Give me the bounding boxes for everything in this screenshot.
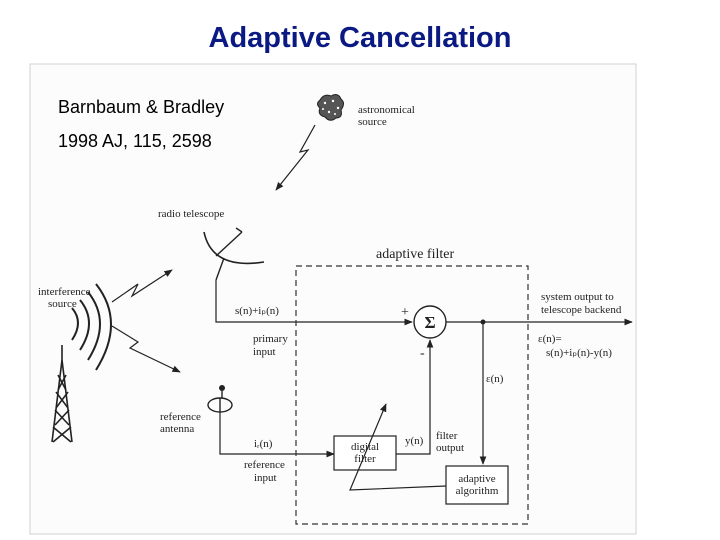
slide-title: Adaptive Cancellation: [208, 22, 512, 54]
error-expression-label: s(n)+iₚ(n)-y(n): [546, 347, 612, 359]
primary-signal-label: s(n)+iₚ(n): [235, 305, 279, 317]
error-signal-label: ε(n): [486, 373, 504, 385]
radio-telescope-icon: [203, 227, 265, 281]
interference-to-telescope-arrow: [111, 269, 173, 303]
citation-authors: Barnbaum & Bradley: [58, 97, 225, 117]
adaptive-filter-label: adaptive filter: [376, 247, 454, 262]
error-equation-label: ε(n)=: [538, 333, 562, 345]
astronomical-source-icon: [317, 94, 344, 121]
citation: Barnbaum & Bradley 1998 AJ, 115, 2598: [58, 90, 224, 158]
primary-input-line: [215, 280, 413, 326]
filter-output-signal-label: y(n): [405, 435, 424, 447]
adaptive-algorithm-box: [445, 465, 509, 505]
transmitter-tower-icon: [51, 345, 73, 443]
minus-sign: -: [420, 346, 425, 361]
plus-sign: +: [401, 305, 409, 320]
sigma-symbol: Σ: [424, 313, 435, 332]
interference-to-reference-arrow: [111, 325, 181, 373]
citation-reference: 1998 AJ, 115, 2598: [58, 131, 212, 151]
astro-signal-arrow: [275, 124, 316, 191]
adaptive-filter-box: [295, 265, 529, 525]
reference-signal-label: iᵣ(n): [254, 438, 273, 450]
interference-waves-icon: [71, 283, 112, 371]
filter-output-line: [396, 339, 434, 455]
adaptation-arrow: [349, 403, 447, 491]
radio-telescope-label: radio telescope: [158, 208, 224, 220]
